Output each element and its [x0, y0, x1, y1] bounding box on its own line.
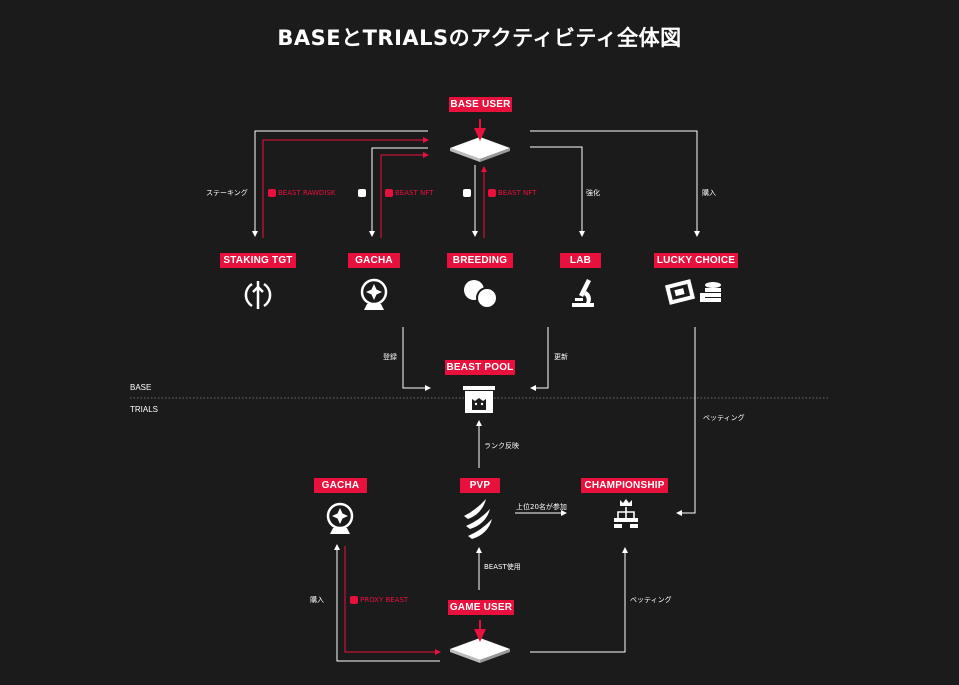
- label-beast-use: BEAST使用: [484, 563, 521, 571]
- node-staking-tgt: STAKING TGT: [220, 253, 296, 268]
- label-purchase-base: 購入: [702, 189, 716, 197]
- node-beast-pool: BEAST POOL: [445, 360, 515, 375]
- node-lucky-choice: LUCKY CHOICE: [654, 253, 738, 268]
- label-beast-nft-breeding: BEAST NFT: [498, 189, 537, 197]
- label-rank-exchange: ランク反映: [484, 442, 519, 450]
- node-pvp: PVP: [460, 478, 500, 493]
- label-betting-base: ベッティング: [703, 414, 745, 422]
- label-top20: 上位20名が参加: [516, 503, 567, 511]
- node-gacha-trials: GACHA: [314, 478, 367, 493]
- label-beast-rawdisk: BEAST RAWDISK: [278, 189, 336, 197]
- section-label-base: BASE: [130, 383, 152, 392]
- section-label-trials: TRIALS: [130, 405, 159, 414]
- label-strengthen: 強化: [586, 189, 600, 197]
- node-gacha-base: GACHA: [348, 253, 400, 268]
- championship-icon: [614, 499, 638, 528]
- label-beast-nft-gacha: BEAST NFT: [395, 189, 434, 197]
- pvp-claw-icon: [464, 499, 492, 539]
- gacha-trials-icon: [326, 502, 354, 534]
- staking-icon: [244, 281, 272, 309]
- node-game-user: GAME USER: [448, 600, 514, 615]
- label-proxy-beast: PROXY BEAST: [360, 596, 409, 604]
- base-user-platform: [450, 119, 510, 162]
- label-betting-trials: ベッティング: [630, 596, 672, 604]
- game-user-platform: [450, 620, 510, 663]
- beast-nft-icon: [385, 189, 393, 197]
- label-update: 更新: [554, 353, 568, 361]
- node-championship: CHAMPIONSHIP: [581, 478, 668, 493]
- node-lab: LAB: [560, 253, 601, 268]
- node-base-user: BASE USER: [449, 97, 512, 112]
- beast-pool-icon: [463, 386, 495, 413]
- proxy-beast-icon: [350, 596, 358, 604]
- gacha-small-icon: [358, 189, 366, 197]
- breeding-icon: [464, 280, 498, 309]
- lucky-choice-icon: [664, 279, 721, 305]
- label-staking: ステーキング: [206, 189, 248, 197]
- microscope-icon: [572, 279, 594, 307]
- label-register: 登録: [383, 353, 397, 361]
- beast-nft-breeding-icon: [488, 189, 496, 197]
- page-title: BASEとTRIALSのアクティビティ全体図: [277, 26, 682, 50]
- label-purchase-trials: 購入: [310, 596, 324, 604]
- node-breeding: BREEDING: [447, 253, 513, 268]
- breeding-small-icon: [463, 189, 471, 197]
- gacha-icon: [360, 278, 388, 310]
- beast-rawdisk-icon: [268, 189, 276, 197]
